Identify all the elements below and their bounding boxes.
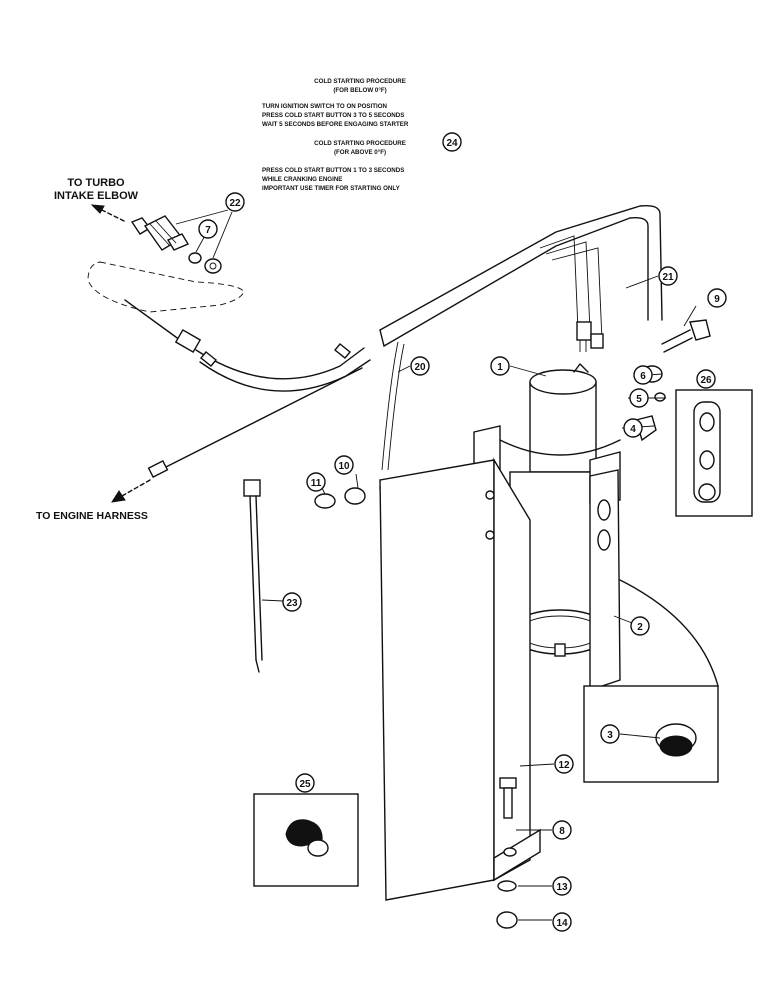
callout-26: 26 <box>700 375 712 386</box>
inset-26 <box>675 389 753 517</box>
callout-8: 8 <box>559 826 565 837</box>
callout-14: 14 <box>556 918 568 929</box>
engine-harness-arrow <box>110 479 151 503</box>
star-washer <box>344 487 366 505</box>
turbo-fitting <box>130 215 190 251</box>
callout-1: 1 <box>497 362 503 373</box>
callout-balloons: 24 22 7 21 9 20 1 6 5 4 26 11 10 23 2 3 … <box>198 132 727 932</box>
callout-24: 24 <box>446 138 458 149</box>
above-line-3: IMPORTANT USE TIMER FOR STARTING ONLY <box>262 185 401 192</box>
below-line-1: TURN IGNITION SWITCH TO ON POSITION <box>262 103 388 110</box>
turbo-label-line1: TO TURBO <box>67 177 125 189</box>
callout-4: 4 <box>630 424 636 435</box>
callout-10: 10 <box>338 461 350 472</box>
callout-3: 3 <box>607 730 613 741</box>
below-line-2: PRESS COLD START BUTTON 3 TO 5 SECONDS <box>262 112 404 119</box>
inset-25 <box>253 793 359 887</box>
callout-11: 11 <box>311 478 322 489</box>
hex-bolt <box>661 319 711 353</box>
below-title: COLD STARTING PROCEDURE <box>314 78 406 85</box>
callout-13: 13 <box>556 882 568 893</box>
above-line-1: PRESS COLD START BUTTON 1 TO 3 SECONDS <box>262 167 404 174</box>
above-title: COLD STARTING PROCEDURE <box>314 140 406 147</box>
lock-washer <box>497 880 517 892</box>
inset-3-leader <box>619 579 719 687</box>
below-line-3: WAIT 5 SECONDS BEFORE ENGAGING STARTER <box>262 121 409 128</box>
mounting-strap <box>473 425 621 691</box>
callout-21: 21 <box>662 272 674 283</box>
below-sub: (FOR BELOW 0°F) <box>333 87 386 94</box>
above-sub: (FOR ABOVE 0°F) <box>334 149 386 156</box>
callout-7: 7 <box>205 225 211 236</box>
wiring-harness <box>124 204 663 496</box>
above-line-2: WHILE CRANKING ENGINE <box>262 176 342 183</box>
callout-12: 12 <box>558 760 570 771</box>
mount-bolt <box>499 777 517 819</box>
callout-23: 23 <box>286 598 298 609</box>
turbo-label-line2: INTAKE ELBOW <box>54 190 139 202</box>
callout-22: 22 <box>229 198 241 209</box>
washer <box>654 392 666 402</box>
engine-harness-label: TO ENGINE HARNESS <box>36 510 148 522</box>
callout-20: 20 <box>414 362 426 373</box>
callout-6: 6 <box>640 371 646 382</box>
adapter-fitting <box>188 252 222 274</box>
terminal-nut <box>314 493 336 509</box>
callout-9: 9 <box>714 294 720 305</box>
callout-5: 5 <box>636 394 642 405</box>
cable-tie <box>243 479 263 673</box>
mounting-plate <box>379 457 541 901</box>
turbo-arrow <box>90 204 125 222</box>
callout-25: 25 <box>299 779 311 790</box>
instruction-decal: COLD STARTING PROCEDURE (FOR BELOW 0°F) … <box>262 78 409 192</box>
mount-nut <box>496 911 518 929</box>
callout-2: 2 <box>637 622 643 633</box>
